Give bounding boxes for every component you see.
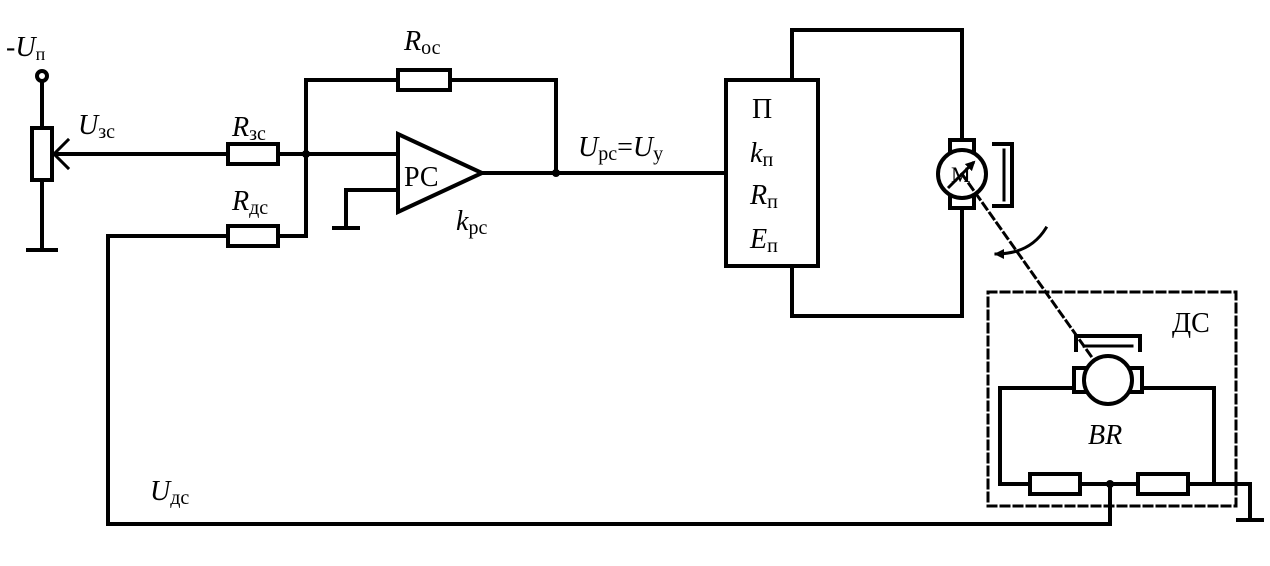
potentiometer xyxy=(30,126,54,182)
converter-resistance-label: Rп xyxy=(749,180,778,213)
motor-field-winding xyxy=(992,142,1014,208)
converter-block xyxy=(724,78,820,268)
motor-label: M xyxy=(951,162,971,187)
tachogenerator-label: BR xyxy=(1088,420,1122,451)
sensor-voltage-label: Uдс xyxy=(150,476,189,509)
controller-output-label: Uрс=Uу xyxy=(578,132,663,165)
resistor-r-zs xyxy=(226,142,280,166)
tacho-field-winding xyxy=(1074,334,1142,352)
sensor-block-label: ДС xyxy=(1172,308,1210,339)
junction-summing-node xyxy=(302,150,310,158)
tacho-armature xyxy=(1082,354,1134,406)
wire-motor-top xyxy=(790,28,964,142)
wire-sensor-feedback xyxy=(106,234,1112,526)
divider-resistor-left xyxy=(1028,472,1082,496)
converter-emf-label: Eп xyxy=(749,224,778,257)
converter-title: П xyxy=(752,94,772,125)
junction-divider-tap xyxy=(1106,480,1114,488)
r-zs-label: Rзс xyxy=(231,112,266,145)
divider-resistor-right xyxy=(1136,472,1190,496)
mechanical-shaft xyxy=(959,171,1111,383)
resistor-r-ds xyxy=(226,224,280,248)
resistor-r-os xyxy=(396,68,452,92)
potentiometer-wiper xyxy=(51,137,230,171)
supply-terminal xyxy=(35,69,49,130)
controller-label: РС xyxy=(404,162,439,193)
controller-ground xyxy=(332,188,400,230)
motor-rotor-arrow xyxy=(946,160,976,190)
controller-gain-label: kрс xyxy=(456,206,487,239)
setpoint-voltage-label: Uзс xyxy=(78,110,115,143)
r-ds-label: Rдс xyxy=(231,186,268,219)
potentiometer-ground xyxy=(26,178,58,252)
rotation-arrow xyxy=(994,225,1049,259)
controller-amplifier xyxy=(396,130,487,216)
r-os-label: Rос xyxy=(403,26,441,59)
supply-label: -Uп xyxy=(6,32,46,64)
sensor-ground xyxy=(1186,482,1264,522)
converter-gain-label: kп xyxy=(750,138,773,171)
junction-output-node xyxy=(552,169,560,177)
wire-tacho-left xyxy=(998,386,1076,486)
wire-tacho-right xyxy=(1140,386,1216,486)
wire-motor-bottom xyxy=(790,208,964,318)
